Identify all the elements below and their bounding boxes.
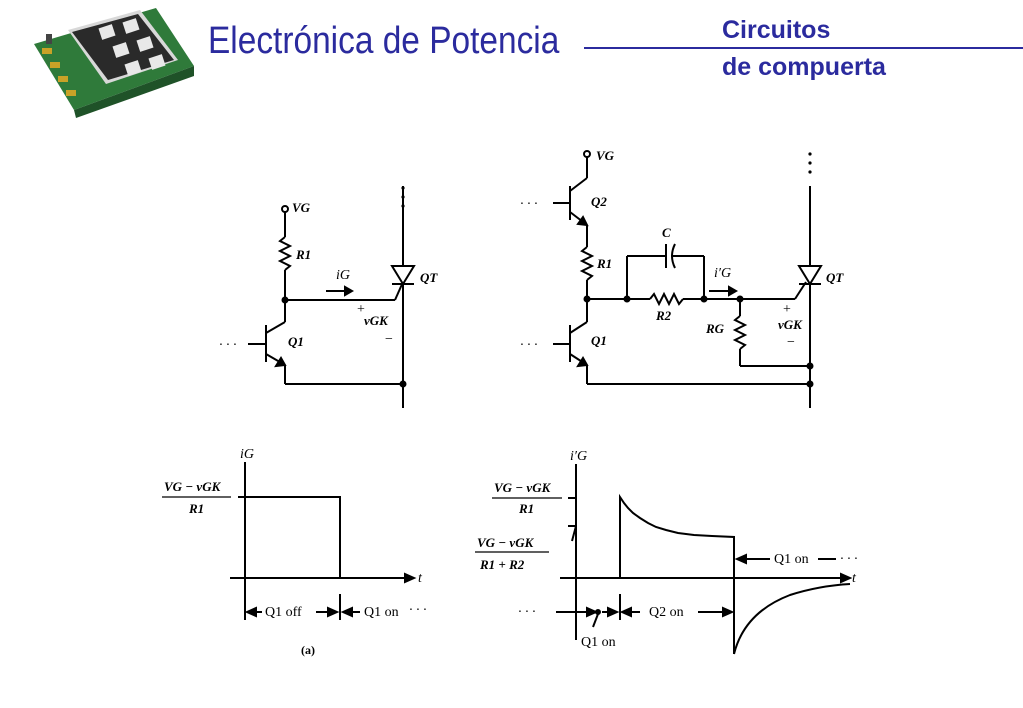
circuit-b-r1-label: R1 (596, 256, 612, 271)
transistor-q2-b (553, 177, 589, 227)
waveform-b-q1-on-right-label: Q1 on (774, 552, 809, 567)
circuit-a-minus-label: − (385, 332, 393, 347)
circuit-b-plus-label: + (783, 302, 791, 317)
ig-prime-trace (576, 493, 735, 654)
waveform-b-level1-numerator: VG − vGK (494, 480, 552, 495)
ig-trace (244, 496, 396, 579)
waveform-a (230, 462, 417, 620)
resistor-r1-b (579, 246, 595, 281)
waveform-b-left-dots: · · · (518, 605, 536, 620)
waveform-b-level2-denominator: R1 + R2 (479, 557, 525, 572)
title-rule (584, 47, 1023, 49)
resistor-r1-a (277, 236, 293, 271)
waveform-a-y-label: iG (240, 447, 254, 462)
circuit-b-supply-label: VG (596, 148, 615, 163)
waveform-a-phase1-label: Q1 off (265, 605, 302, 620)
waveform-b-level2-numerator: VG − vGK (477, 535, 535, 550)
waveform-b-q1-on-bottom-label: Q1 on (581, 635, 616, 650)
transistor-q1-a (248, 300, 403, 385)
circuit-b-rg-label: RG (705, 321, 725, 336)
circuit-b-c-label: C (662, 225, 671, 240)
waveform-a-phase2-label: Q1 on (364, 605, 399, 620)
igbt-module-icon (34, 8, 194, 118)
circuit-b (553, 150, 823, 408)
page-title: Electrónica de Potencia (208, 20, 560, 62)
resistor-rg-b (732, 315, 748, 350)
waveform-b-y-label: i′G (570, 449, 587, 464)
circuit-b-qt-label: QT (826, 270, 844, 285)
waveform-b-q2-on-label: Q2 on (649, 605, 684, 620)
waveform-a-level-numerator: VG − vGK (164, 479, 222, 494)
section-title-line1: Circuitos (722, 16, 831, 44)
waveform-b (556, 464, 853, 655)
transistor-q1-b (553, 299, 810, 385)
waveform-b-right-dots: · · · (840, 552, 858, 567)
capacitor-c-b (626, 243, 705, 299)
waveform-b-level1-denominator: R1 (518, 501, 534, 516)
waveform-a-dots: · · · (409, 603, 427, 618)
circuit-a-q1-label: Q1 (288, 334, 304, 349)
circuit-a (248, 186, 416, 408)
circuit-a-r1-label: R1 (295, 247, 311, 262)
circuit-a-supply-label: VG (292, 200, 311, 215)
circuit-b-vgk-label: vGK (778, 317, 803, 332)
ig-prime-recovery (733, 583, 851, 655)
circuit-b-minus-label: − (787, 335, 795, 350)
resistor-r2-b (649, 291, 684, 307)
circuit-a-plus-label: + (357, 302, 365, 317)
circuit-a-qt-label: QT (420, 270, 438, 285)
waveform-a-t-label: t (418, 571, 423, 586)
circuit-b-q2-label: Q2 (591, 194, 607, 209)
circuit-a-input-dots: · · · (219, 338, 237, 353)
circuit-b-q1-input-dots: · · · (520, 338, 538, 353)
circuit-b-q2-input-dots: · · · (520, 197, 538, 212)
circuit-a-current-label: iG (336, 268, 350, 283)
thyristor-qt-b (797, 186, 823, 408)
figure-caption-a: (a) (301, 643, 315, 657)
circuit-b-r2-label: R2 (655, 308, 672, 323)
waveform-a-level-denominator: R1 (188, 501, 204, 516)
circuit-a-vgk-label: vGK (364, 313, 389, 328)
waveform-b-t-label: t (852, 571, 857, 586)
circuit-b-q1-label: Q1 (591, 333, 607, 348)
section-title-line2: de compuerta (722, 53, 886, 81)
circuit-b-current-label: i′G (714, 266, 731, 281)
